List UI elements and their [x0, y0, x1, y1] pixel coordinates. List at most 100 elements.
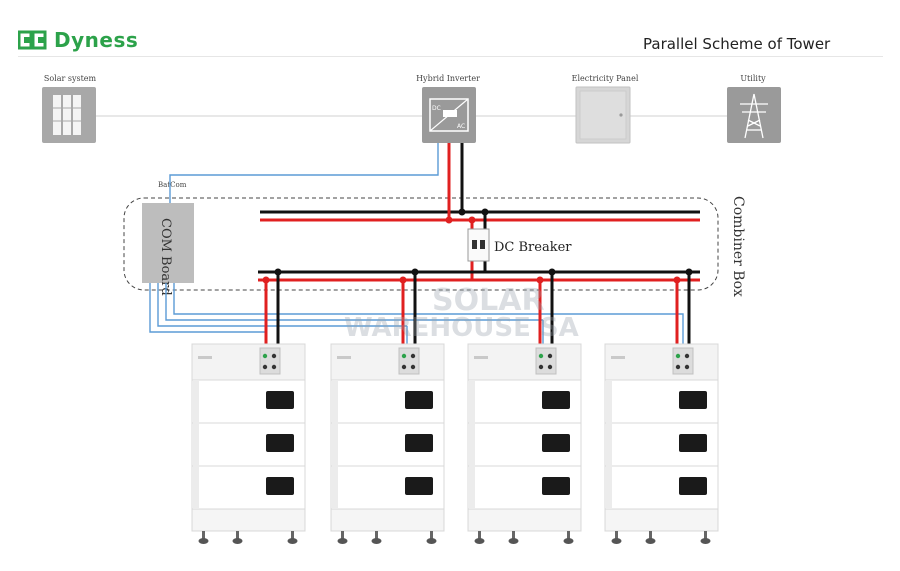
status-led: [538, 353, 544, 359]
module-side-shade: [193, 381, 199, 422]
tower-foot-pad: [563, 538, 574, 544]
tower-base: [604, 508, 719, 532]
tower-foot-pad: [198, 538, 209, 544]
status-led: [262, 353, 268, 359]
terminal-port: [262, 364, 268, 370]
module-side-shade: [606, 381, 612, 422]
battery-towers: [191, 343, 719, 544]
module-handle: [542, 477, 570, 495]
tower-foot: [375, 531, 378, 539]
tower-foot: [512, 531, 515, 539]
com-board: [142, 203, 194, 283]
bms-logo: [611, 356, 625, 359]
tower-foot: [430, 531, 433, 539]
bms-terminal-panel: [672, 347, 694, 375]
module-handle: [542, 434, 570, 452]
module-handle: [266, 434, 294, 452]
watermark-line2: WAREHOUSE SA: [344, 313, 579, 343]
bms-unit: [604, 343, 719, 381]
terminal-port: [271, 364, 277, 370]
bms-terminal-panel: [398, 347, 420, 375]
bms-unit: [191, 343, 306, 381]
module-side-shade: [193, 424, 199, 465]
bms-logo: [474, 356, 488, 359]
tower-foot-pad: [337, 538, 348, 544]
module-side-shade: [332, 467, 338, 508]
bms-logo: [337, 356, 351, 359]
module-handle: [405, 391, 433, 409]
watermark: SOLAR WAREHOUSE SA: [344, 283, 579, 343]
inverter-dc-text: DC: [432, 105, 441, 112]
com-board-label: COM Board: [158, 218, 173, 296]
tower-foot-pad: [645, 538, 656, 544]
tower-foot: [291, 531, 294, 539]
terminal-port: [401, 364, 407, 370]
status-led: [401, 353, 407, 359]
tower-base: [191, 508, 306, 532]
terminal-port: [684, 353, 690, 359]
hybrid-inverter-label: Hybrid Inverter: [416, 74, 480, 83]
bms-unit: [467, 343, 582, 381]
tower-foot-pad: [508, 538, 519, 544]
tower-foot-pad: [474, 538, 485, 544]
bms-logo: [198, 356, 212, 359]
bms-terminal-panel: [535, 347, 557, 375]
module-side-shade: [469, 467, 475, 508]
watermark-line1: SOLAR: [432, 283, 545, 318]
electricity-panel-label: Electricity Panel: [571, 74, 639, 83]
page-title: Parallel Scheme of Tower: [643, 35, 831, 53]
tower-foot-pad: [232, 538, 243, 544]
comm-wiring: [149, 143, 684, 344]
utility-label: Utility: [740, 74, 766, 83]
battery-drops: [262, 268, 693, 346]
battery-tower-3: [467, 343, 582, 544]
tower-foot: [236, 531, 239, 539]
module-side-shade: [469, 424, 475, 465]
solar-system-label: Solar system: [43, 74, 97, 83]
terminal-port: [547, 353, 553, 359]
battery-tower-1: [191, 343, 306, 544]
module-handle: [542, 391, 570, 409]
tower-foot: [478, 531, 481, 539]
terminal-port: [410, 353, 416, 359]
tower-foot: [202, 531, 205, 539]
dc-breaker-label: DC Breaker: [494, 240, 572, 255]
brand-name: Dyness: [54, 28, 139, 52]
tower-foot: [567, 531, 570, 539]
status-led: [675, 353, 681, 359]
tower-foot-pad: [371, 538, 382, 544]
battery-tower-2: [330, 343, 445, 544]
bms-terminal-panel: [259, 347, 281, 375]
tower-foot-pad: [700, 538, 711, 544]
battery-module: [604, 465, 719, 510]
tower-foot: [341, 531, 344, 539]
combiner-box-outline: [123, 197, 719, 291]
module-handle: [679, 477, 707, 495]
tower-base: [467, 508, 582, 532]
utility-tower-icon: [727, 87, 781, 143]
terminal-port: [271, 353, 277, 359]
module-handle: [405, 477, 433, 495]
terminal-port: [684, 364, 690, 370]
brand-logo: Dyness: [17, 28, 139, 52]
module-side-shade: [606, 467, 612, 508]
module-side-shade: [332, 381, 338, 422]
module-handle: [266, 477, 294, 495]
bms-unit: [330, 343, 445, 381]
combiner-box-label: Combiner Box: [730, 196, 746, 297]
tower-foot-pad: [287, 538, 298, 544]
module-side-shade: [332, 424, 338, 465]
terminal-port: [547, 364, 553, 370]
tower-base: [330, 508, 445, 532]
battery-tower-4: [604, 343, 719, 544]
electricity-panel-icon: [575, 86, 631, 144]
tower-foot: [704, 531, 707, 539]
tower-foot-pad: [611, 538, 622, 544]
batcom-label: BatCom: [158, 181, 187, 189]
solar-panel-icon: [42, 87, 96, 143]
module-handle: [679, 391, 707, 409]
module-side-shade: [606, 424, 612, 465]
inverter-ac-text: AC: [457, 123, 465, 130]
dyness-logo-icon: [17, 29, 48, 51]
